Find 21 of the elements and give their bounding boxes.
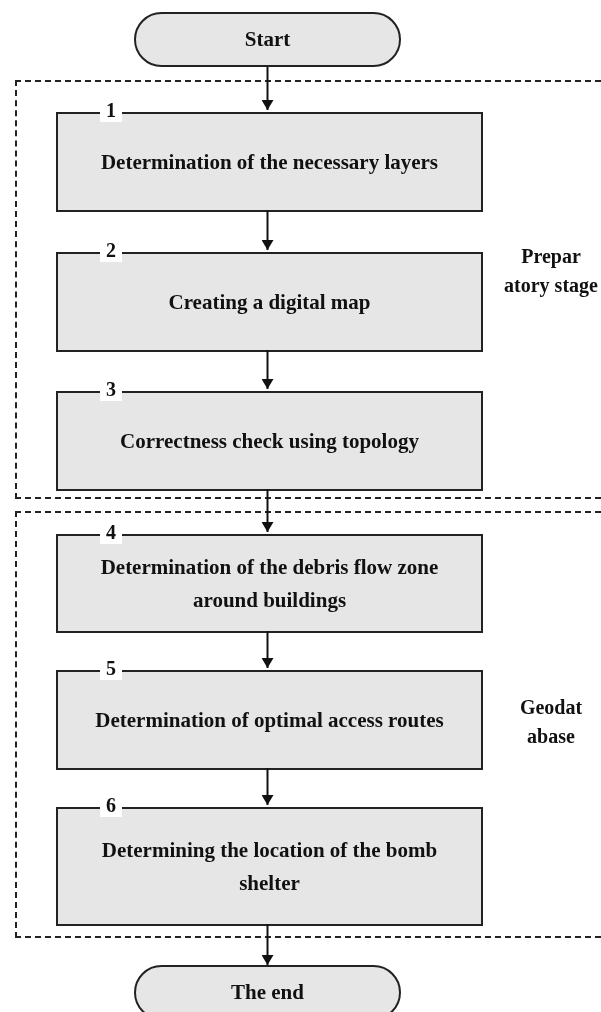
arrow xyxy=(261,488,274,533)
step-text: Correctness check using topology xyxy=(120,427,419,455)
terminal-text: Start xyxy=(244,25,291,53)
arrow xyxy=(261,767,274,806)
dashed-group-frame xyxy=(15,80,601,499)
arrow xyxy=(261,630,274,669)
arrow xyxy=(261,66,274,111)
dashed-group-frame xyxy=(15,511,601,938)
step-text: Creating a digital map xyxy=(168,288,371,316)
arrow xyxy=(261,209,274,251)
step-text: Determining the location of the bomb shelter xyxy=(100,836,439,897)
step-text: Determination of the debris flow zone around buildings xyxy=(99,553,440,614)
arrow xyxy=(261,923,274,966)
terminal-pill xyxy=(134,12,401,67)
step-text: Determination of optimal access routes xyxy=(95,706,444,734)
step-text: Determination of the necessary layers xyxy=(100,148,439,176)
terminal-text: The end xyxy=(231,978,304,1006)
arrow xyxy=(261,349,274,390)
stage-label: Prepar atory stage xyxy=(503,244,599,299)
terminal-pill xyxy=(134,965,401,1012)
stage-label: Geodat abase xyxy=(518,695,584,749)
